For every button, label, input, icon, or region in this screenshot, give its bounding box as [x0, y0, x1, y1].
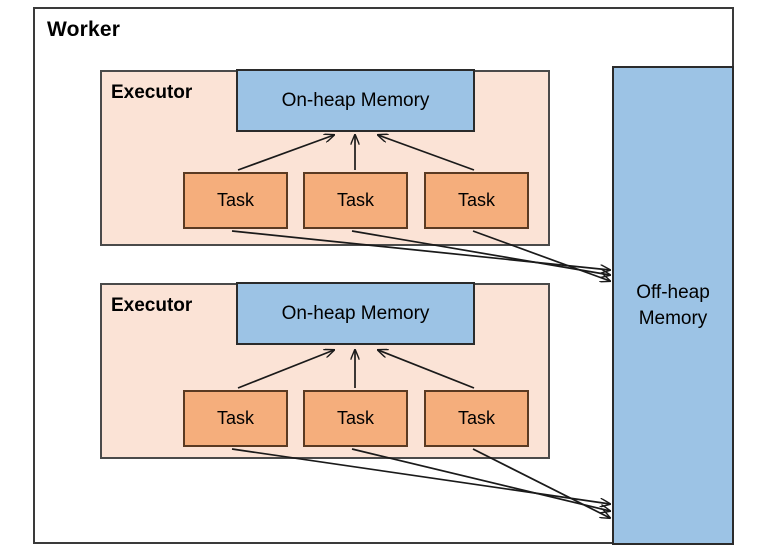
- on-heap-memory-box-2: On-heap Memory: [236, 282, 475, 345]
- task-box-1-2: Task: [303, 172, 408, 229]
- task-box-1-3: Task: [424, 172, 529, 229]
- task-box-2-3: Task: [424, 390, 529, 447]
- worker-title: Worker: [47, 18, 121, 41]
- task-box-2-1: Task: [183, 390, 288, 447]
- executor-label-1: Executor: [111, 82, 193, 103]
- off-heap-memory-box: Off-heap Memory: [612, 66, 734, 545]
- executor-label-2: Executor: [111, 295, 193, 316]
- off-heap-label-line-2: Memory: [638, 307, 708, 329]
- task-box-1-1: Task: [183, 172, 288, 229]
- off-heap-label-line-1: Off-heap: [636, 281, 710, 303]
- on-heap-memory-box-1: On-heap Memory: [236, 69, 475, 132]
- task-box-2-2: Task: [303, 390, 408, 447]
